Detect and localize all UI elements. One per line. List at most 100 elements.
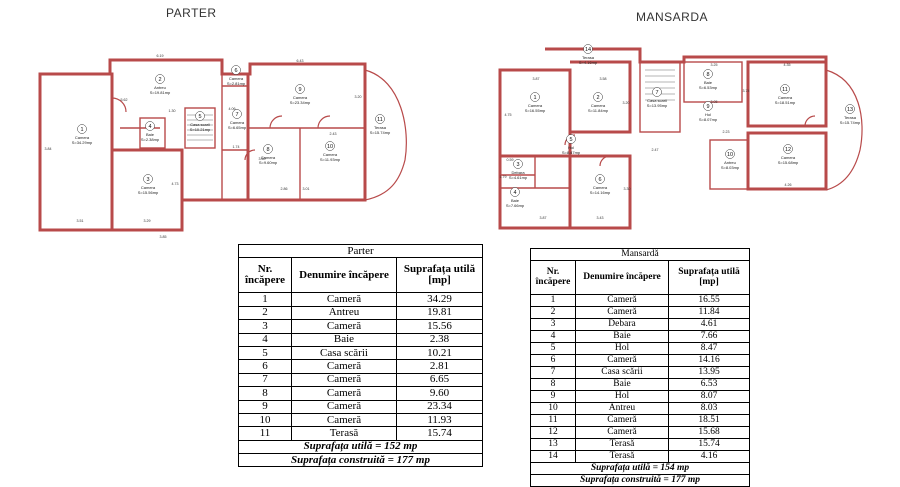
row-area: 11.84 <box>668 306 750 319</box>
room-area: S=6.53mp <box>699 85 718 90</box>
room-number-marker <box>703 101 713 111</box>
row-number: 14 <box>530 450 576 463</box>
room-area: S=7.66mp <box>506 203 525 208</box>
room-area: S=11.84mp <box>588 108 609 113</box>
room-number: 10 <box>727 152 733 158</box>
dimension-label: 3.74 <box>743 89 750 93</box>
room-number: 3 <box>146 177 149 183</box>
row-number: 5 <box>530 342 576 355</box>
room-name: Baie <box>146 132 155 137</box>
room-number: 9 <box>298 87 301 93</box>
parter-wall <box>248 74 367 202</box>
dimension-label: 3.51 <box>77 219 84 223</box>
room-name: Camera <box>528 103 543 108</box>
room-name: Camera <box>75 135 90 140</box>
row-name: Cameră <box>291 412 397 428</box>
dimension-label: 3.87 <box>533 77 540 81</box>
room-number-marker <box>725 149 735 159</box>
row-number: 11 <box>238 426 292 441</box>
row-name: Cameră <box>575 354 669 367</box>
row-name: Baie <box>291 332 397 347</box>
mansarda-terrace-curve <box>825 69 863 191</box>
total-built: Suprafața construită = 177 mp <box>530 474 750 487</box>
dimension-label: 4.06 <box>229 107 236 111</box>
room-name: Hol <box>705 112 711 117</box>
dimension-label: 1.79 <box>500 175 507 179</box>
room-name: Camera <box>323 152 338 157</box>
room-number: 10 <box>327 144 333 150</box>
room-area: S=18.51mp <box>775 100 796 105</box>
row-area: 14.16 <box>668 354 750 367</box>
row-number: 5 <box>238 345 292 361</box>
room-area: S=8.03mp <box>721 165 740 170</box>
room-name: Terasa <box>582 55 595 60</box>
table-caption: Parter <box>238 243 483 259</box>
parter-wall <box>180 74 250 202</box>
row-name: Cameră <box>291 359 397 374</box>
row-area: 16.55 <box>668 294 750 307</box>
dimension-label: 4.35 <box>784 63 791 67</box>
room-area: S=13.95mp <box>647 103 668 108</box>
room-number: 5 <box>198 114 201 120</box>
row-name: Cameră <box>575 414 669 427</box>
row-name: Terasă <box>575 450 669 463</box>
row-number: 11 <box>530 414 576 427</box>
row-area: 7.66 <box>668 330 750 343</box>
room-area: S=19.81mp <box>150 90 171 95</box>
room-number-marker <box>780 84 790 94</box>
row-number: 12 <box>530 426 576 439</box>
room-number: 1 <box>533 95 536 101</box>
dimension-label: 3.60 <box>259 157 266 161</box>
room-area: S=6.65mp <box>228 125 247 130</box>
room-number: 8 <box>266 147 269 153</box>
dimension-label: 3.43 <box>597 216 604 220</box>
row-number: 1 <box>530 294 576 307</box>
door-swing <box>111 97 127 113</box>
room-name: Casa scarii <box>190 122 210 127</box>
room-name: Baie <box>511 198 520 203</box>
dimension-label: 4.26 <box>785 183 792 187</box>
room-area: S=2.38mp <box>141 137 160 142</box>
row-area: 8.03 <box>668 402 750 415</box>
room-number-marker <box>263 144 273 154</box>
room-number: 2 <box>596 95 599 101</box>
dimension-label: 3.20 <box>623 101 630 105</box>
row-area: 15.56 <box>396 319 483 334</box>
total-useful: Suprafața utilă = 152 mp <box>238 439 483 455</box>
door-swing <box>244 149 256 161</box>
mansarda-plan <box>498 47 863 230</box>
room-area: S=11.93mp <box>320 157 341 162</box>
row-name: Terasă <box>575 438 669 451</box>
room-number-marker <box>231 65 241 75</box>
room-name: Hol <box>568 145 574 150</box>
dimension-label: 2.43 <box>330 132 337 136</box>
dimension-label: 1.30 <box>169 109 176 113</box>
parter-wall <box>40 58 367 76</box>
room-area: S=15.74mp <box>370 130 391 135</box>
dimension-label: 3.05 <box>711 100 718 104</box>
dimension-label: 3.30 <box>624 187 631 191</box>
row-name: Cameră <box>575 294 669 307</box>
parter-wall <box>139 117 166 149</box>
row-number: 10 <box>238 412 292 428</box>
dimension-label: 5.62 <box>121 98 128 102</box>
col-header: Denumire încăpere <box>575 260 669 295</box>
parter-plan <box>38 58 407 232</box>
row-number: 2 <box>238 305 292 321</box>
room-number-marker <box>143 174 153 184</box>
dimension-label: 4.75 <box>505 113 512 117</box>
room-number: 14 <box>585 47 591 53</box>
mansarda-wall <box>570 60 632 134</box>
row-name: Debara <box>575 318 669 331</box>
